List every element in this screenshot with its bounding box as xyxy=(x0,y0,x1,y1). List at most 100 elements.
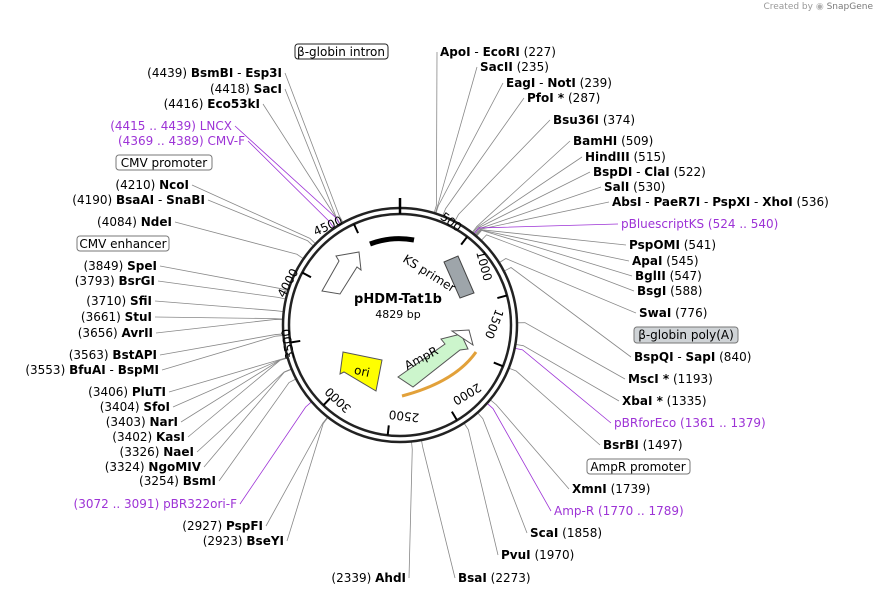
leader-line xyxy=(442,97,525,217)
site-label-stui[interactable]: (3661) StuI xyxy=(81,310,152,324)
site-label-saci[interactable]: (4418) SacI xyxy=(210,82,282,96)
site-name: Bsu36I xyxy=(553,113,599,127)
site-label-pspomi[interactable]: PspOMI (541) xyxy=(629,238,716,252)
plasmid-length: 4829 bp xyxy=(375,308,420,321)
site-name: AhdI xyxy=(375,571,406,585)
site-label-absi[interactable]: AbsI - PaeR7I - PspXI - XhoI (536) xyxy=(612,195,829,209)
tick-3500 xyxy=(290,339,301,344)
site-label-sfoi[interactable]: (3404) SfoI xyxy=(100,400,170,414)
site-label-swai[interactable]: SwaI (776) xyxy=(639,306,707,320)
site-label-xmni[interactable]: XmnI (1739) xyxy=(572,482,650,496)
site-label-pspfi[interactable]: (2927) PspFI xyxy=(182,519,263,533)
site-label-pbrforeco[interactable]: pBRforEco (1361 .. 1379) xyxy=(614,416,766,430)
ori-label: ori xyxy=(353,363,371,380)
leader-line xyxy=(247,140,335,229)
site-label-sali[interactable]: SalI (530) xyxy=(604,180,665,194)
leader-line xyxy=(477,412,528,534)
site-label-apai[interactable]: ApaI (545) xyxy=(632,254,699,268)
site-label-eagi[interactable]: EagI - NotI (239) xyxy=(506,76,612,90)
site-position: (1739) xyxy=(607,482,651,496)
site-label-bsmi[interactable]: (3254) BsmI xyxy=(139,474,216,488)
box-beta-globin-intron[interactable] xyxy=(294,43,389,60)
site-label-bseyi[interactable]: (2923) BseYI xyxy=(203,534,284,548)
site-label-apoi[interactable]: ApoI - EcoRI (227) xyxy=(440,45,556,59)
site-label-bsgi[interactable]: BsgI (588) xyxy=(637,284,702,298)
site-name: PfoI * xyxy=(527,91,565,105)
site-label-msci-[interactable]: MscI * (1193) xyxy=(628,372,713,386)
box-ampr-promoter[interactable] xyxy=(586,458,691,475)
site-position: (1858) xyxy=(558,526,602,540)
leader-line xyxy=(475,229,630,262)
site-position: (3404) xyxy=(100,400,144,414)
site-label-bsrbi[interactable]: BsrBI (1497) xyxy=(603,438,683,452)
site-position: (3403) xyxy=(106,415,150,429)
site-position: (530) xyxy=(629,180,665,194)
site-label-spei[interactable]: (3849) SpeI xyxy=(83,259,157,273)
site-label-ahdi[interactable]: (2339) AhdI xyxy=(331,571,406,585)
site-label-pluti[interactable]: (3406) PluTI xyxy=(88,385,166,399)
site-name: SpeI xyxy=(127,259,157,273)
site-position: (4190) xyxy=(72,193,116,207)
site-name: SacI xyxy=(254,82,282,96)
box-cmv-promoter[interactable] xyxy=(115,154,213,171)
box-label-cmv-enhancer: CMV enhancer xyxy=(79,237,166,251)
site-label-xbai-[interactable]: XbaI * (1335) xyxy=(622,394,707,408)
site-name: NarI xyxy=(149,415,178,429)
ori-arrow[interactable] xyxy=(339,351,383,392)
site-label-pvui[interactable]: PvuI (1970) xyxy=(501,548,574,562)
ampr-arrow[interactable] xyxy=(397,333,469,388)
leader-line xyxy=(157,280,286,300)
site-label-naei[interactable]: (3326) NaeI xyxy=(120,445,194,459)
site-label-bstapi[interactable]: (3563) BstAPI xyxy=(69,348,157,362)
site-label-lncx[interactable]: (4415 .. 4439) LNCX xyxy=(110,119,232,133)
box-beta-globin-polya[interactable] xyxy=(633,326,739,344)
backbone-outer-ring xyxy=(281,206,519,444)
site-label-cmv-f[interactable]: (4369 .. 4389) CMV-F xyxy=(118,134,245,148)
site-label-amp-r[interactable]: Amp-R (1770 .. 1789) xyxy=(554,504,684,518)
site-label-bsrgi[interactable]: (3793) BsrGI xyxy=(75,274,155,288)
site-label-pbluescriptks[interactable]: pBluescriptKS (524 .. 540) xyxy=(621,217,778,231)
site-label-bsai[interactable]: BsaI (2273) xyxy=(458,571,531,585)
leader-line xyxy=(239,401,312,505)
site-label-sacii[interactable]: SacII (235) xyxy=(480,60,549,74)
site-label-bamhi[interactable]: BamHI (509) xyxy=(573,134,653,148)
site-name: AbsI xyxy=(612,195,641,209)
amp-r-primer-arc xyxy=(401,351,478,398)
leader-line xyxy=(474,201,610,236)
leader-line xyxy=(234,125,341,225)
site-position: (588) xyxy=(666,284,702,298)
leader-line xyxy=(159,265,289,292)
site-name: NcoI xyxy=(159,178,189,192)
site-label-bsu36i[interactable]: Bsu36I (374) xyxy=(553,113,635,127)
site-label-pfoi-[interactable]: PfoI * (287) xyxy=(527,91,600,105)
site-label-eco53ki[interactable]: (4416) Eco53kI xyxy=(164,97,260,111)
site-label-nari[interactable]: (3403) NarI xyxy=(106,415,178,429)
tick-label-1000: 1000 xyxy=(473,249,495,282)
site-label-pbr322ori-f[interactable]: (3072 .. 3091) pBR322ori-F xyxy=(74,497,238,511)
site-label-scai[interactable]: ScaI (1858) xyxy=(530,526,602,540)
site-label-sfii[interactable]: (3710) SfiI xyxy=(86,294,152,308)
site-label-bglii[interactable]: BglII (547) xyxy=(635,269,702,283)
site-label-ncoi[interactable]: (4210) NcoI xyxy=(115,178,189,192)
site-label-bsaai[interactable]: (4190) BsaAI - SnaBI xyxy=(72,193,205,207)
site-name: SnaBI xyxy=(166,193,205,207)
box-cmv-enhancer[interactable] xyxy=(76,235,170,252)
site-name: pBluescriptKS xyxy=(621,217,704,231)
site-label-ngomiv[interactable]: (3324) NgoMIV xyxy=(105,460,202,474)
site-label-kasi[interactable]: (3402) KasI xyxy=(112,430,185,444)
site-name: PspFI xyxy=(226,519,263,533)
site-name: BfuAI xyxy=(69,363,106,377)
site-name: Eco53kI xyxy=(207,97,260,111)
site-position: (515) xyxy=(630,150,666,164)
site-label-bspdi[interactable]: BspDI - ClaI (522) xyxy=(593,165,706,179)
site-label-hindiii[interactable]: HindIII (515) xyxy=(585,150,666,164)
leader-line xyxy=(191,184,316,245)
site-label-bfuai[interactable]: (3553) BfuAI - BspMI xyxy=(25,363,159,377)
site-label-ndei[interactable]: (4084) NdeI xyxy=(97,215,172,229)
site-position: (547) xyxy=(666,269,702,283)
leader-line xyxy=(187,357,288,438)
site-label-avrii[interactable]: (3656) AvrII xyxy=(78,326,153,340)
site-label-bspqi[interactable]: BspQI - SapI (840) xyxy=(634,350,751,364)
credit-prefix: Created by xyxy=(763,2,813,12)
site-label-bsmbi[interactable]: (4439) BsmBI - Esp3I xyxy=(147,66,282,80)
